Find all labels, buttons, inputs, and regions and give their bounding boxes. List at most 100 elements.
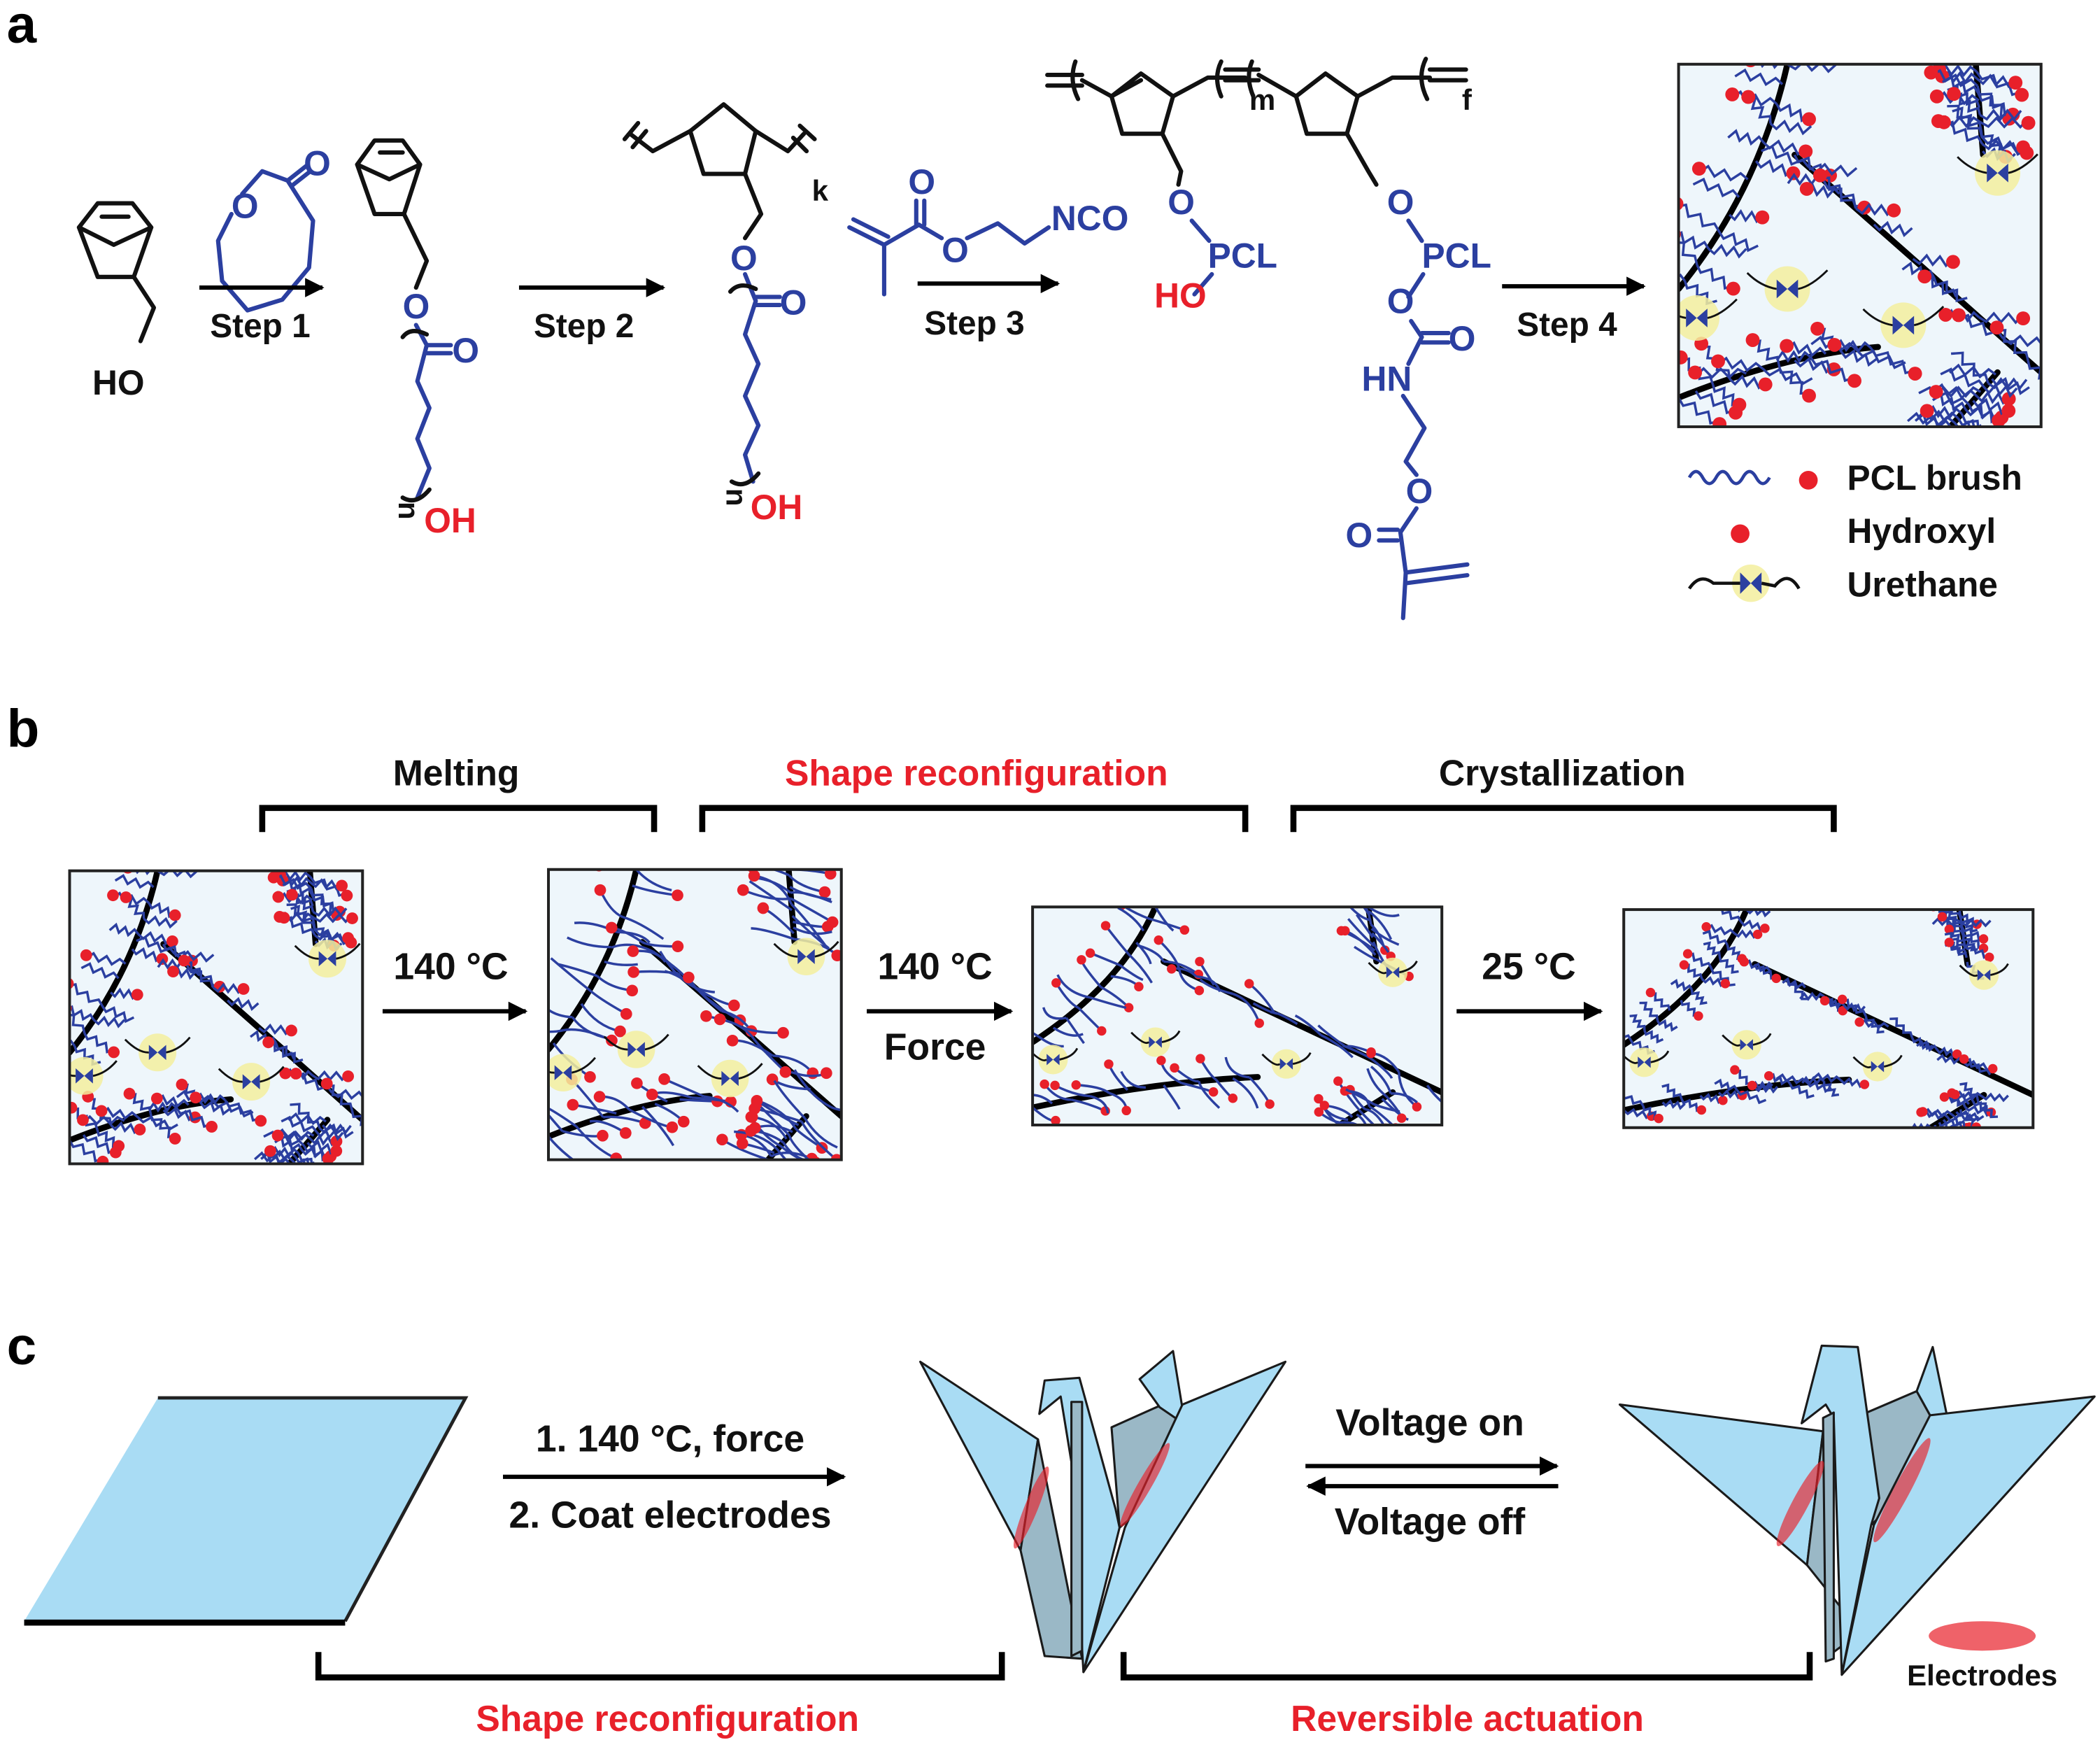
- hydroxyl-dot: [658, 1073, 670, 1085]
- hydroxyl-dot: [330, 1145, 343, 1157]
- pcl-brush: [1367, 907, 1400, 917]
- hydroxyl-dot: [1244, 979, 1254, 989]
- iem-reagent: O O NCO: [847, 162, 1128, 297]
- pcl-brush: [1743, 959, 1772, 972]
- stage-bracket-crystallization: [1290, 805, 1837, 833]
- hydroxyl-dot: [584, 1070, 596, 1083]
- hydroxyl-dot: [1085, 948, 1095, 959]
- urethane-chain: [69, 1060, 118, 1077]
- pcl-brush: [1639, 1001, 1659, 1021]
- pcl-brush: [1320, 1033, 1354, 1059]
- pcl-brush: [1858, 1018, 1889, 1030]
- hydroxyl-dot: [1950, 1135, 1959, 1144]
- hydroxyl-dot: [1051, 1115, 1060, 1125]
- pcl-brush: [1976, 73, 2017, 89]
- bond: [1192, 271, 1214, 297]
- urethane-halo: [1271, 1049, 1301, 1079]
- pcl-brush: [350, 1110, 363, 1126]
- pcl-brush: [1056, 974, 1091, 999]
- network-background: [547, 868, 843, 1161]
- pcl-brush: [289, 1163, 291, 1164]
- pcl-brush: [1120, 1070, 1146, 1089]
- crane-neck-fold: [1822, 1411, 1835, 1663]
- pcl-brush: [1342, 1044, 1372, 1061]
- pcl-brush: [1769, 119, 1812, 136]
- hydroxyl-dot: [1194, 986, 1205, 996]
- pcl-brush: [227, 996, 260, 1012]
- urethane-chain: [697, 1063, 763, 1080]
- pcl-brush: [1955, 1110, 1985, 1122]
- label-shape-reconfiguration: Shape reconfiguration: [476, 1698, 859, 1739]
- hydroxyl-dot: [1314, 1107, 1324, 1117]
- hydroxyl-dot: [1254, 1018, 1264, 1028]
- hydroxyl-dot: [1412, 1102, 1422, 1112]
- hydroxyl-dot: [1051, 978, 1061, 988]
- polymer-backbone: [1678, 64, 1791, 292]
- pcl-brush: [1232, 1077, 1259, 1109]
- pcl-brush: [181, 961, 215, 989]
- hydroxyl-dot: [619, 1127, 632, 1139]
- hydroxyl-dot: [169, 1133, 181, 1145]
- pcl-brush: [1991, 376, 2030, 395]
- pcl-brush: [1390, 1092, 1418, 1103]
- hydroxyl-dot: [1156, 1056, 1166, 1066]
- network-content: [548, 869, 842, 1160]
- network-stretched: [1016, 905, 1457, 1126]
- pcl-brush: [1910, 1037, 1934, 1051]
- hydroxyl-dot: [341, 889, 353, 902]
- pcl-brush: [548, 1136, 576, 1160]
- hydroxyl-dot: [1228, 1093, 1238, 1103]
- urethane-halo: [711, 1059, 749, 1098]
- carbamate-bond: [1406, 318, 1424, 367]
- pcl-brush: [1705, 924, 1736, 936]
- pcl-brush: [290, 905, 315, 924]
- atom-hn: HN: [1361, 359, 1412, 398]
- hydroxyl-end-icon: [1799, 471, 1818, 490]
- backbone-mid: [1170, 75, 1248, 99]
- hydroxyl-dot: [830, 1154, 842, 1160]
- hydroxyl-dot: [700, 1010, 712, 1022]
- pcl-brush: [1944, 931, 1966, 949]
- hydroxyl-dot: [1802, 112, 1816, 127]
- hydroxyl-dot: [1016, 1092, 1026, 1101]
- pcl-brush: [297, 1152, 313, 1164]
- pcl-brush: [224, 1099, 263, 1122]
- voltage-off-label: Voltage off: [1335, 1501, 1526, 1543]
- pcl-brush: [1624, 1091, 1645, 1107]
- pcl-brush: [306, 1140, 339, 1155]
- pcl-brush: [82, 1115, 125, 1126]
- pcl-brush: [1137, 944, 1165, 963]
- crane-neck: [1800, 1344, 1880, 1676]
- backbone-right: [753, 129, 807, 154]
- pcl-brush: [1736, 1089, 1767, 1105]
- pcl-brush: [1730, 90, 1778, 107]
- pcl-brush: [315, 1128, 344, 1141]
- pcl-brush: [1854, 348, 1906, 369]
- hydroxyl-dot: [594, 884, 606, 896]
- hydroxyl-dot: [342, 1070, 355, 1082]
- pcl-brush: [282, 916, 316, 936]
- hydroxyl-dot: [714, 1013, 726, 1026]
- carbonyl-bond-2: [289, 169, 313, 188]
- pcl-brush: [1922, 1108, 1953, 1118]
- pcl-brush: [157, 870, 199, 879]
- caprolactone: O O: [215, 143, 331, 313]
- polymer-backbone: [1033, 1074, 1261, 1111]
- hydroxyl-dot: [1050, 1080, 1060, 1091]
- hydroxyl-dot: [1319, 1101, 1330, 1110]
- pcl-brush: [1761, 145, 1810, 168]
- pcl-brush: [1624, 1108, 1653, 1119]
- pcl-brush: [1972, 397, 2011, 416]
- hydroxyl-dot: [2016, 311, 2031, 325]
- hydroxyl-dot: [80, 949, 92, 961]
- pcl-brush: [1840, 348, 1878, 367]
- pcl-brush: [800, 1121, 838, 1160]
- hydroxyl-dot: [1448, 1106, 1457, 1115]
- methacrylate-group: [1398, 530, 1470, 621]
- pcl-brush: [1033, 1094, 1053, 1105]
- norbornene-methanol: HO: [76, 201, 157, 402]
- pcl-brush: [276, 1130, 315, 1141]
- hydroxyl-dot: [716, 1133, 728, 1146]
- polymer-backbone: [286, 1117, 331, 1164]
- pcl-brush: [1648, 992, 1671, 1011]
